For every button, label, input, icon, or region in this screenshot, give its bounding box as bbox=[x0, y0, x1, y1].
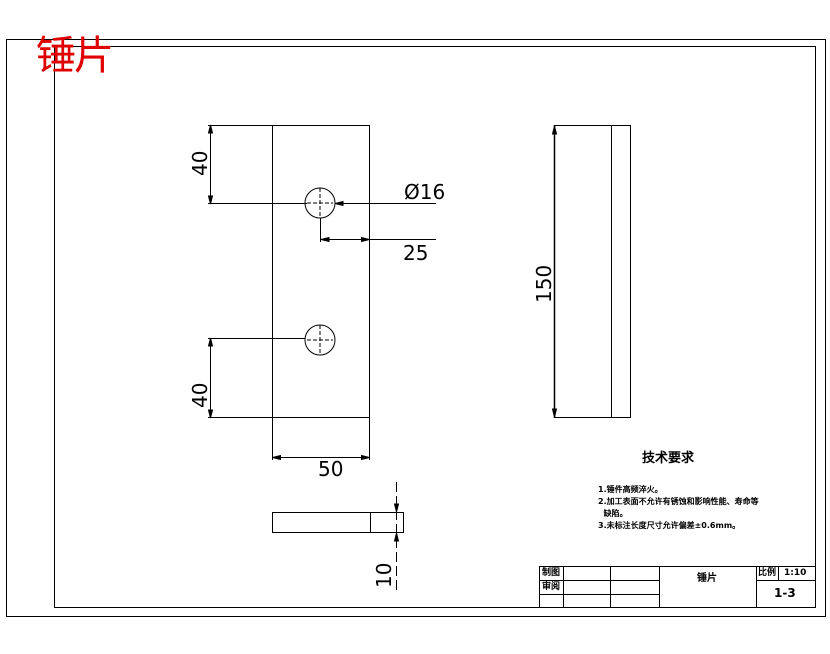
requirement-item: 缺陷。 bbox=[598, 509, 628, 518]
title-block-scale-label: 比例 bbox=[758, 568, 777, 578]
tech-requirements-list: 1.锤件高频淬火。 2.加工表面不允许有锈蚀和影响性能、寿命等 缺陷。 3.未标… bbox=[598, 484, 803, 532]
side-view bbox=[551, 125, 631, 418]
title-block-scale-value: 1:10 bbox=[784, 568, 807, 578]
title-block-drawn-label: 制图 bbox=[542, 568, 561, 578]
dim-hole-offset: 25 bbox=[403, 241, 428, 265]
title-block-review-label: 审阅 bbox=[542, 582, 561, 592]
dim-width: 50 bbox=[318, 457, 343, 481]
dim-top-offset: 40 bbox=[188, 151, 212, 176]
title-block-part-name: 锤片 bbox=[697, 573, 717, 584]
inner-border bbox=[54, 46, 816, 608]
tech-requirements-title: 技术要求 bbox=[642, 451, 695, 466]
dim-thickness: 10 bbox=[372, 563, 396, 588]
dim-hole-diameter: Ø16 bbox=[404, 180, 445, 204]
outer-border bbox=[6, 39, 826, 617]
plate-outline bbox=[272, 125, 370, 418]
requirement-item: 2.加工表面不允许有锈蚀和影响性能、寿命等 bbox=[598, 497, 759, 506]
title-block-drawing-number: 1-3 bbox=[774, 586, 796, 600]
dim-bottom-offset: 40 bbox=[188, 383, 212, 408]
requirement-item: 3.未标注长度尺寸允许偏差±0.6mm。 bbox=[598, 521, 741, 530]
thickness-view bbox=[272, 482, 404, 590]
requirement-item: 1.锤件高频淬火。 bbox=[598, 485, 663, 494]
front-view bbox=[207, 124, 436, 461]
title-block bbox=[539, 566, 816, 608]
dim-length: 150 bbox=[532, 265, 556, 303]
drawing-title-stamp: 锤片 bbox=[36, 33, 114, 79]
